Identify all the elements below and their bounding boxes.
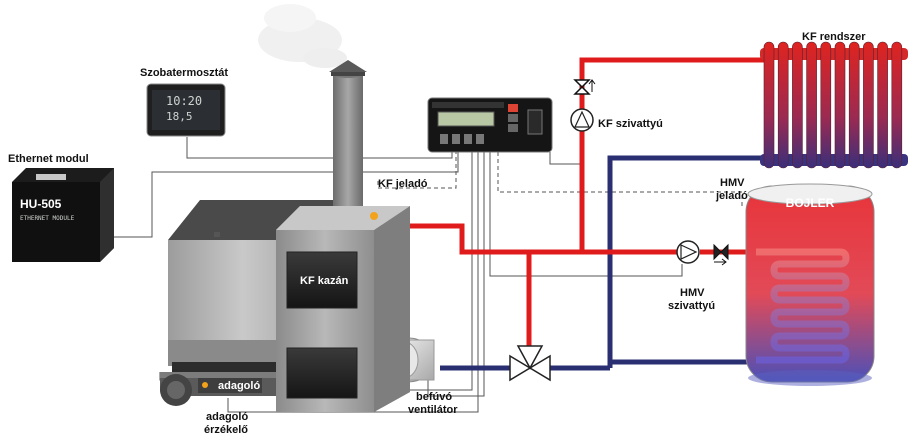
radiator-fin [863, 41, 874, 169]
hmv-pump-label-1: HMV [680, 287, 705, 299]
radiator-fin [848, 41, 860, 169]
controller-unit [427, 97, 553, 153]
bojler-tank: BOJLER [745, 183, 875, 386]
kf-pump-label: KF szivattyú [598, 118, 663, 130]
feeder-sensor-label-1: adagoló [206, 411, 248, 423]
chimney-smoke [258, 4, 347, 68]
kf-sensor-label: KF jeladó [378, 178, 428, 190]
chimney [329, 60, 367, 214]
hmv-sensor-label-1: HMV [720, 177, 745, 189]
radiator-label: KF rendszer [802, 31, 866, 43]
mixing-valve [509, 345, 551, 382]
hmv-pump [676, 240, 729, 266]
fan-label-2: ventilátor [408, 404, 458, 416]
radiator-fin [891, 41, 903, 169]
ethernet-module: HU-505 ETHERNET MODULE [12, 168, 114, 262]
boiler-body [276, 206, 410, 412]
ctrl-button-1 [440, 134, 448, 144]
radiator-fin [820, 41, 832, 169]
radiator-fin [777, 41, 789, 169]
ethernet-subtitle: ETHERNET MODULE [20, 215, 75, 222]
radiator-fin [806, 41, 817, 169]
feeder-sensor-dot [202, 382, 208, 388]
cold-pipes [440, 155, 770, 371]
radiator-fin [877, 41, 888, 169]
ctrl-button-4 [476, 134, 484, 144]
ctrl-button-3 [464, 134, 472, 144]
feeder-label: adagoló [218, 380, 260, 392]
bojler-label: BOJLER [786, 196, 835, 210]
radiator-fin [834, 41, 846, 169]
kf-sensor-dot [370, 212, 378, 220]
hmv-sensor-label-2: jeladó [715, 190, 748, 202]
ctrl-button-2 [452, 134, 460, 144]
thermostat-time: 10:20 [166, 94, 202, 108]
ethernet-label: Ethernet modul [8, 153, 89, 165]
room-thermostat: 10:20 18,5 [146, 83, 226, 137]
radiator [760, 41, 908, 169]
fan-label-1: befúvó [416, 391, 452, 403]
feeder-sensor-label-2: érzékelő [204, 424, 248, 436]
thermostat-temp: 18,5 [166, 110, 193, 123]
radiator-fin [792, 41, 803, 169]
hot-pipes [408, 57, 770, 348]
thermostat-label: Szobatermosztát [140, 67, 228, 79]
boiler-label: KF kazán [300, 275, 349, 287]
ethernet-model: HU-505 [20, 197, 62, 211]
kf-pump [570, 79, 596, 132]
hmv-pump-label-2: szivattyú [668, 300, 715, 312]
radiator-fin [763, 41, 775, 169]
